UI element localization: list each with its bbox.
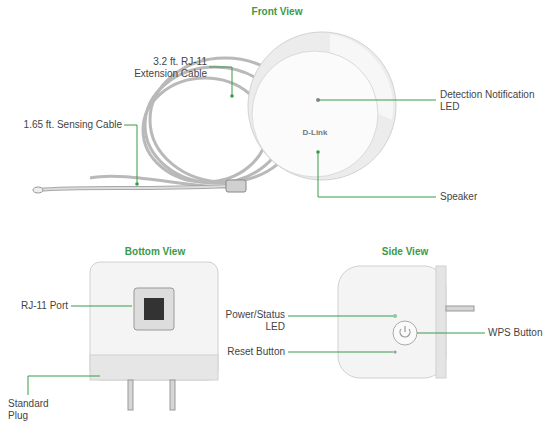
device-side-face	[436, 266, 446, 378]
rj11-connector	[226, 180, 246, 192]
view-heading: Bottom View	[105, 246, 205, 258]
part-label: Speaker	[440, 191, 520, 203]
leader-lines	[28, 306, 132, 395]
part-label: Standard Plug	[8, 398, 60, 422]
part-label: 3.2 ft. RJ-11 Extension Cable	[125, 56, 207, 80]
plug-prong	[170, 380, 175, 410]
power-led	[393, 314, 397, 318]
device-body	[248, 32, 396, 180]
rj11-socket	[144, 298, 164, 320]
sensing-cable	[38, 186, 228, 190]
brand-logo: D-Link	[290, 128, 340, 137]
device-bottom	[90, 262, 218, 380]
device-bottom-shade	[90, 355, 218, 380]
part-label: Reset Button	[205, 346, 285, 358]
sensing-cable-highlight	[38, 186, 228, 190]
leader-lines	[124, 67, 436, 197]
wps-icon	[400, 326, 410, 337]
leader-dots	[135, 94, 320, 186]
part-label: RJ-11 Port	[6, 300, 68, 312]
sensor-tip	[33, 187, 43, 193]
rj11-port	[134, 288, 174, 330]
leader-lines	[288, 316, 485, 352]
plug-prong	[128, 380, 133, 410]
wps-button	[393, 321, 417, 345]
device-face	[252, 51, 378, 177]
part-label: Detection Notification LED	[440, 89, 552, 113]
view-heading: Side View	[355, 246, 455, 258]
plug-prong	[446, 306, 474, 311]
reset-hole	[393, 350, 396, 353]
part-label: Power/Status LED	[220, 309, 285, 333]
part-label: 1.65 ft. Sensing Cable	[14, 119, 122, 131]
device-side	[338, 266, 446, 378]
part-label: WPS Button	[488, 327, 552, 339]
view-heading: Front View	[227, 6, 327, 18]
